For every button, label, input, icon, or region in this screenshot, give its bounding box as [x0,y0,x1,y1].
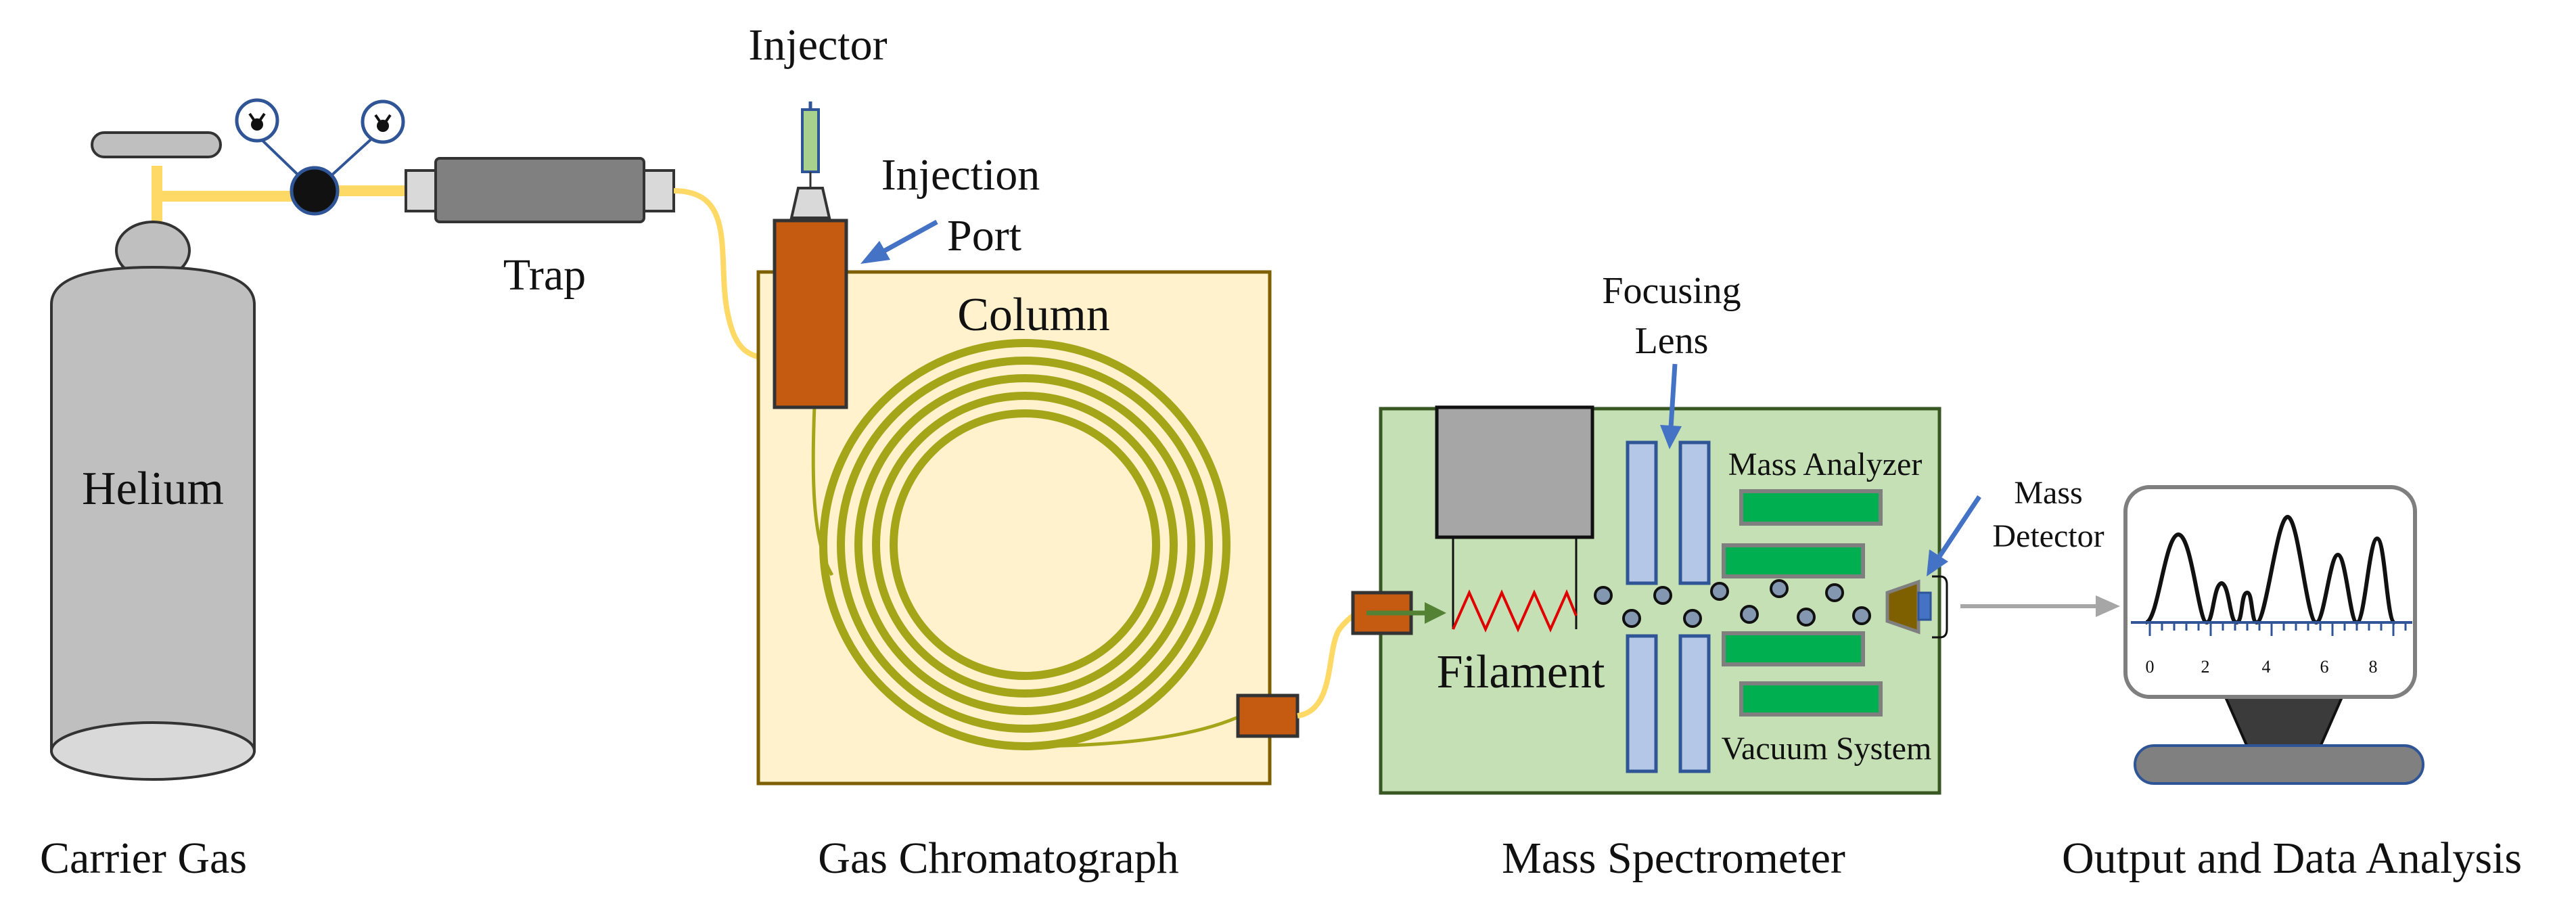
mass-spectrometer-section: Filament Focusing Lens [1351,270,2120,795]
pressure-regulator [235,98,405,216]
helium-cylinder [50,265,256,752]
injection-port-label-line1: Injection [881,150,1040,200]
mass-detector-label-line1: Mass [2014,475,2082,511]
monitor-stand [2222,693,2346,751]
focusing-lens-label-line1: Focusing [1602,270,1741,312]
gc-outlet-port [1236,693,1300,738]
cylinder-base [50,721,256,781]
injection-port [773,219,848,409]
axis-tick-label-4: 4 [2262,657,2271,677]
focusing-lens-label-line2: Lens [1635,320,1709,362]
filament-label: Filament [1437,646,1605,698]
column-inlet-line [811,405,834,576]
focusing-lens-arrow-icon [1660,363,1682,449]
column-label: Column [957,289,1110,341]
focusing-lens [1626,440,1711,773]
spectrum-trace [2144,515,2397,625]
vacuum-system-label: Vacuum System [1722,731,1932,767]
mass-detector [1885,575,1948,639]
output-section: 0 2 4 6 8 [2123,485,2424,785]
cylinder-handle [91,131,222,158]
injection-port-label-line2: Port [947,211,1021,260]
injector-syringe [801,101,820,189]
monitor-base [2134,744,2424,785]
pressure-gauge-right-icon [361,99,405,144]
ion-source-block [1435,405,1594,539]
transfer-line [1297,610,1360,719]
trap [405,157,675,223]
mass-detector-arrow-icon [1927,495,1981,576]
section-output: Output and Data Analysis [2062,834,2522,883]
trap-label: Trap [503,250,586,300]
carrier-gas-section: Helium Trap [50,98,775,781]
axis-tick-label-6: 6 [2320,657,2329,677]
injection-port-arrow-icon [860,219,938,264]
axis-tick-label-8: 8 [2369,657,2378,677]
section-mass-spectrometer: Mass Spectrometer [1502,834,1845,883]
regulator-body [290,166,340,216]
mass-detector-label-line2: Detector [1992,518,2104,554]
ion-inlet-arrow-icon [1366,602,1446,624]
filament-zigzag-icon [1452,589,1578,633]
section-gas-chromatograph: Gas Chromatograph [818,834,1178,883]
section-carrier-gas: Carrier Gas [40,834,247,883]
signal-arrow-icon [1960,595,2120,617]
gas-chromatograph-section: Column Injector Injection Port [748,20,1360,786]
gas-line-to-port [673,188,775,361]
injection-port-septum [789,187,831,219]
monitor-screen [2123,485,2417,699]
column-outlet-line [1024,715,1239,748]
spectrum-axis-ticks [2148,622,2407,636]
ion-particles [1594,579,1871,628]
mass-analyzer-rods [1722,489,1883,716]
helium-label: Helium [82,463,224,515]
injector-label: Injector [748,20,887,70]
pressure-gauge-left-icon [235,98,279,143]
axis-tick-label-0: 0 [2146,657,2155,677]
mass-analyzer-label: Mass Analyzer [1728,447,1923,482]
axis-tick-label-2: 2 [2201,657,2210,677]
